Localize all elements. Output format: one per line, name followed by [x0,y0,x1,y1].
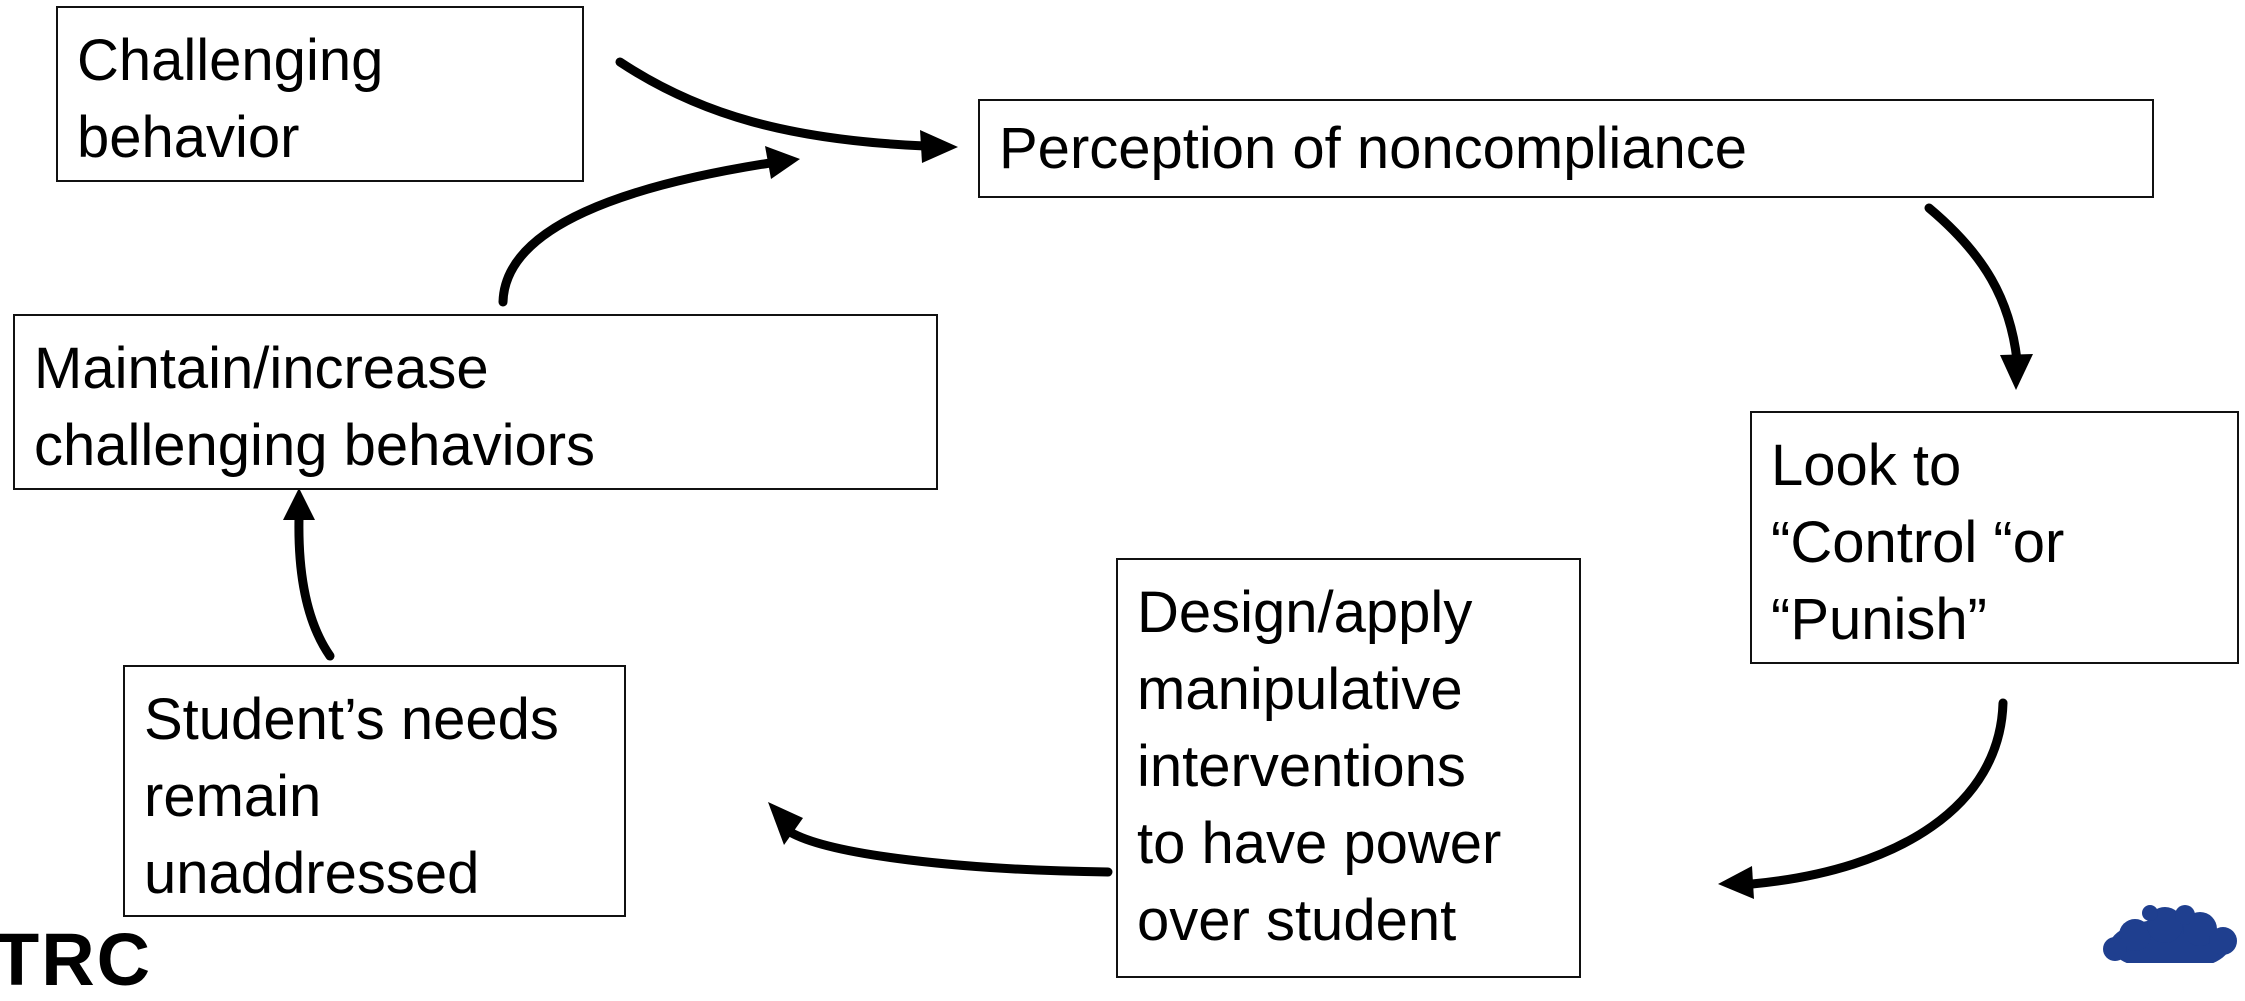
node-maintain-increase: Maintain/increase challenging behaviors [13,314,938,490]
node-line: Challenging [77,28,384,93]
arrow-maintain-to-perception [498,158,775,307]
arrow-head-design-to-needs [768,802,803,845]
tree-icon [2103,905,2237,963]
arrow-head-needs-to-maintain [283,488,315,520]
node-line: remain [144,764,322,829]
node-challenging-behavior: Challenging behavior [56,6,584,182]
node-line: Design/apply [1137,580,1473,645]
arrow-head-control-to-design [1718,866,1754,899]
arrow-design-to-needs [785,827,1113,877]
node-line: manipulative [1137,657,1463,722]
arrow-needs-to-maintain [294,513,335,661]
node-line: challenging behaviors [34,413,596,478]
node-line: “Control “or [1771,510,2065,575]
node-line: Perception of noncompliance [999,116,1748,181]
node-design-apply: Design/apply manipulative interventions … [1116,558,1581,978]
node-line: unaddressed [144,841,480,906]
node-line: Look to [1771,433,1962,498]
node-line: Student’s needs [144,687,559,752]
arrow-perception-to-control [1924,203,2022,365]
node-line: Maintain/increase [34,336,489,401]
node-perception-noncompliance: Perception of noncompliance [978,99,2154,198]
node-line: behavior [77,105,300,170]
node-line: over student [1137,888,1457,953]
arrow-head-maintain-to-perception [765,146,800,179]
node-line: interventions [1137,734,1466,799]
node-look-to-control: Look to “Control “or “Punish” [1750,411,2239,664]
node-line: “Punish” [1771,587,1987,652]
arrow-control-to-design [1747,698,2008,889]
trc-logo-text: TRC [0,918,153,1001]
arrow-head-perception-to-control [2000,354,2033,390]
node-needs-unaddressed: Student’s needs remain unaddressed [123,665,626,917]
arrow-challenging-to-perception [615,57,930,151]
arrow-head-challenging-to-perception [920,130,958,163]
flow-arrows [283,57,2033,899]
node-line: to have power [1137,811,1502,876]
